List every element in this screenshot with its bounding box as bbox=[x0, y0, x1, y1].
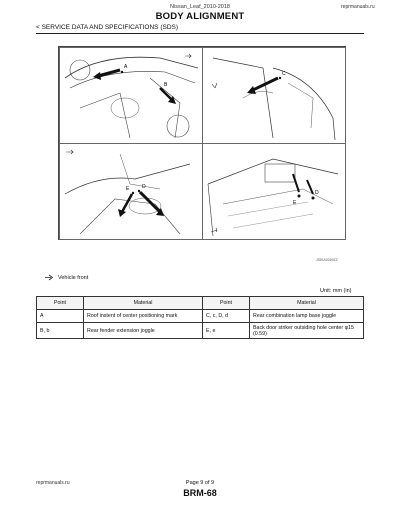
roof-rear-illustration: A B bbox=[64, 53, 199, 139]
table-cell: B, b bbox=[36, 322, 84, 339]
body-alignment-figure: A B C D bbox=[58, 46, 346, 240]
table-cell: A bbox=[36, 309, 84, 323]
header-rule bbox=[36, 33, 364, 34]
table-row: B, b Rear fender extension joggle E, e B… bbox=[36, 322, 364, 339]
figure-panel-lamp-area: D E bbox=[59, 143, 203, 240]
table-cell: E, e bbox=[202, 322, 250, 339]
col-point-1: Point bbox=[36, 296, 84, 310]
point-label: D bbox=[315, 190, 319, 196]
figure-panel-rear-floor: E D bbox=[202, 143, 346, 240]
vehicle-front-arrow-icon bbox=[45, 274, 54, 281]
point-label: B bbox=[164, 82, 168, 88]
points-table: Point Material Point Material A Roof ins… bbox=[36, 296, 364, 339]
rear-side-illustration: C bbox=[211, 57, 336, 141]
point-label: E bbox=[293, 200, 297, 206]
page-title: BODY ALIGNMENT bbox=[155, 11, 245, 22]
col-material-2: Material bbox=[249, 296, 364, 310]
manual-subtitle: Nissan_Leaf_2010-2018 bbox=[170, 4, 230, 10]
unit-label: Unit: mm (in) bbox=[320, 288, 352, 294]
table-header-row: Point Material Point Material bbox=[36, 296, 364, 310]
table-cell: Rear fender extension joggle bbox=[83, 322, 203, 339]
legend-label: Vehicle front bbox=[58, 274, 89, 281]
page-counter: Page 9 of 9 bbox=[185, 480, 215, 486]
figure-panel-rear-side: C bbox=[202, 47, 346, 144]
point-label: D bbox=[142, 184, 146, 190]
point-label: A bbox=[124, 64, 128, 70]
figure-panel-roof-rear: A B bbox=[59, 47, 203, 144]
rear-floor-illustration: E D bbox=[207, 158, 339, 237]
col-material-1: Material bbox=[83, 296, 203, 310]
table-row: A Roof instent of center positioning mar… bbox=[36, 309, 364, 323]
table-cell: Roof instent of center positioning mark bbox=[83, 309, 203, 323]
lamp-area-illustration: D E bbox=[64, 149, 191, 235]
page-code: BRM-68 bbox=[183, 488, 217, 498]
point-label: C bbox=[282, 71, 286, 77]
col-point-2: Point bbox=[202, 296, 250, 310]
figure-code: JSEIA0269ZZ bbox=[316, 258, 338, 262]
table-cell: Back door striker outsiding hole center … bbox=[249, 322, 364, 339]
table-cell: C, c, D, d bbox=[202, 309, 250, 323]
table-cell: Rear combination lamp base joggle bbox=[249, 309, 364, 323]
section-breadcrumb[interactable]: < SERVICE DATA AND SPECIFICATIONS (SDS) bbox=[36, 24, 179, 31]
footer-site-name: reprmanuals.ru bbox=[36, 480, 70, 486]
point-label: E bbox=[126, 186, 130, 192]
header-site-name: reprmanuals.ru bbox=[341, 4, 375, 10]
legend-vehicle-front: Vehicle front bbox=[44, 274, 88, 281]
